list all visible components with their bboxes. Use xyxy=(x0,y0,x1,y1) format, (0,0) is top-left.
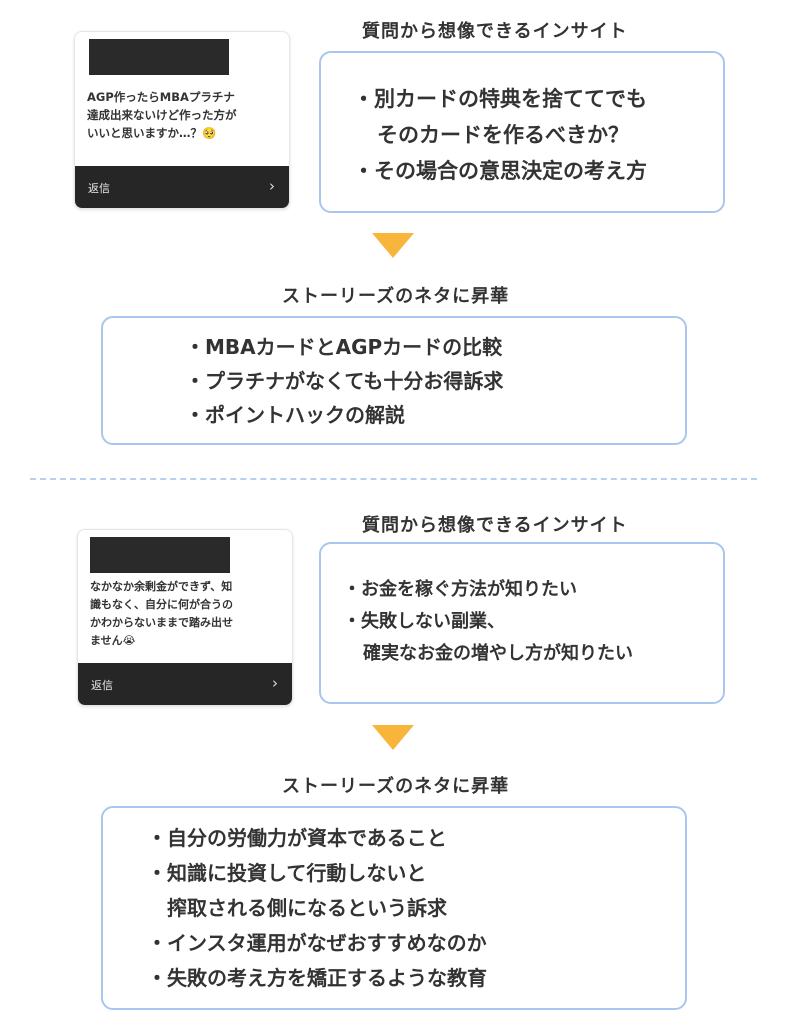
insight-label-1: 質問から想像できるインサイト xyxy=(362,21,628,42)
topic-item: 搾取される側になるという訴求 xyxy=(167,896,447,920)
insight-item: ・その場合の意思決定の考え方 xyxy=(353,159,647,183)
insight-box-2: ・お金を稼ぐ方法が知りたい ・失敗しない副業、 確実なお金の増やし方が知りたい xyxy=(319,542,725,704)
topic-item: ・自分の労働力が資本であること xyxy=(147,826,447,850)
chevron-right-icon[interactable]: › xyxy=(269,177,275,195)
reply-label-1: 返信 xyxy=(88,182,110,195)
topic-item: ・インスタ運用がなぜおすすめなのか xyxy=(147,931,487,955)
down-arrow-icon xyxy=(372,233,414,258)
insight-box-1: ・別カードの特典を捨ててでも そのカードを作るべきか？ ・その場合の意思決定の考… xyxy=(319,51,725,213)
section-divider xyxy=(30,478,757,480)
topic-item: ・ポイントハックの解説 xyxy=(185,403,405,427)
reply-label-2: 返信 xyxy=(91,679,113,692)
insight-item: そのカードを作るべきか？ xyxy=(377,123,629,147)
insight-item: ・お金を稼ぐ方法が知りたい xyxy=(343,579,577,600)
insight-item: ・別カードの特典を捨ててでも xyxy=(353,87,647,111)
topic-list-2: ・自分の労働力が資本であること ・知識に投資して行動しないと 搾取される側になる… xyxy=(147,821,487,996)
topic-item: ・知識に投資して行動しないと xyxy=(147,861,427,885)
question-message-2: なかなか余剰金ができず、知 識もなく、自分に何が合うの かわからないままで踏み出… xyxy=(90,580,233,647)
insight-list-2: ・お金を稼ぐ方法が知りたい ・失敗しない副業、 確実なお金の増やし方が知りたい xyxy=(343,574,633,670)
question-card-2: なかなか余剰金ができず、知 識もなく、自分に何が合うの かわからないままで踏み出… xyxy=(77,529,293,706)
topic-label-1: ストーリーズのネタに昇華 xyxy=(282,286,510,307)
topic-box-2: ・自分の労働力が資本であること ・知識に投資して行動しないと 搾取される側になる… xyxy=(101,806,687,1010)
topic-label-2: ストーリーズのネタに昇華 xyxy=(282,776,510,797)
question-message-1: AGP作ったらMBAプラチナ 達成出来ないけど作った方が いいと思いますか…？🥺 xyxy=(87,90,237,140)
reply-bar-2[interactable]: 返信 › xyxy=(78,663,292,705)
topic-item: ・プラチナがなくても十分お得訴求 xyxy=(185,369,504,393)
redacted-header-2 xyxy=(90,537,230,573)
topic-box-1: ・MBAカードとAGPカードの比較 ・プラチナがなくても十分お得訴求 ・ポイント… xyxy=(101,316,687,445)
insight-item: 確実なお金の増やし方が知りたい xyxy=(363,643,633,664)
insight-item: ・失敗しない副業、 xyxy=(343,611,505,632)
redacted-header-1 xyxy=(89,39,229,75)
reply-bar-1[interactable]: 返信 › xyxy=(75,166,289,208)
question-card-1: AGP作ったらMBAプラチナ 達成出来ないけど作った方が いいと思いますか…？🥺… xyxy=(74,31,290,209)
chevron-right-icon[interactable]: › xyxy=(272,674,278,692)
insight-label-2: 質問から想像できるインサイト xyxy=(362,515,628,536)
down-arrow-icon xyxy=(372,725,414,750)
topic-list-1: ・MBAカードとAGPカードの比較 ・プラチナがなくても十分お得訴求 ・ポイント… xyxy=(185,330,503,432)
insight-list-1: ・別カードの特典を捨ててでも そのカードを作るべきか？ ・その場合の意思決定の考… xyxy=(353,81,647,189)
topic-item: ・失敗の考え方を矯正するような教育 xyxy=(147,966,487,990)
topic-item: ・MBAカードとAGPカードの比較 xyxy=(185,335,503,359)
